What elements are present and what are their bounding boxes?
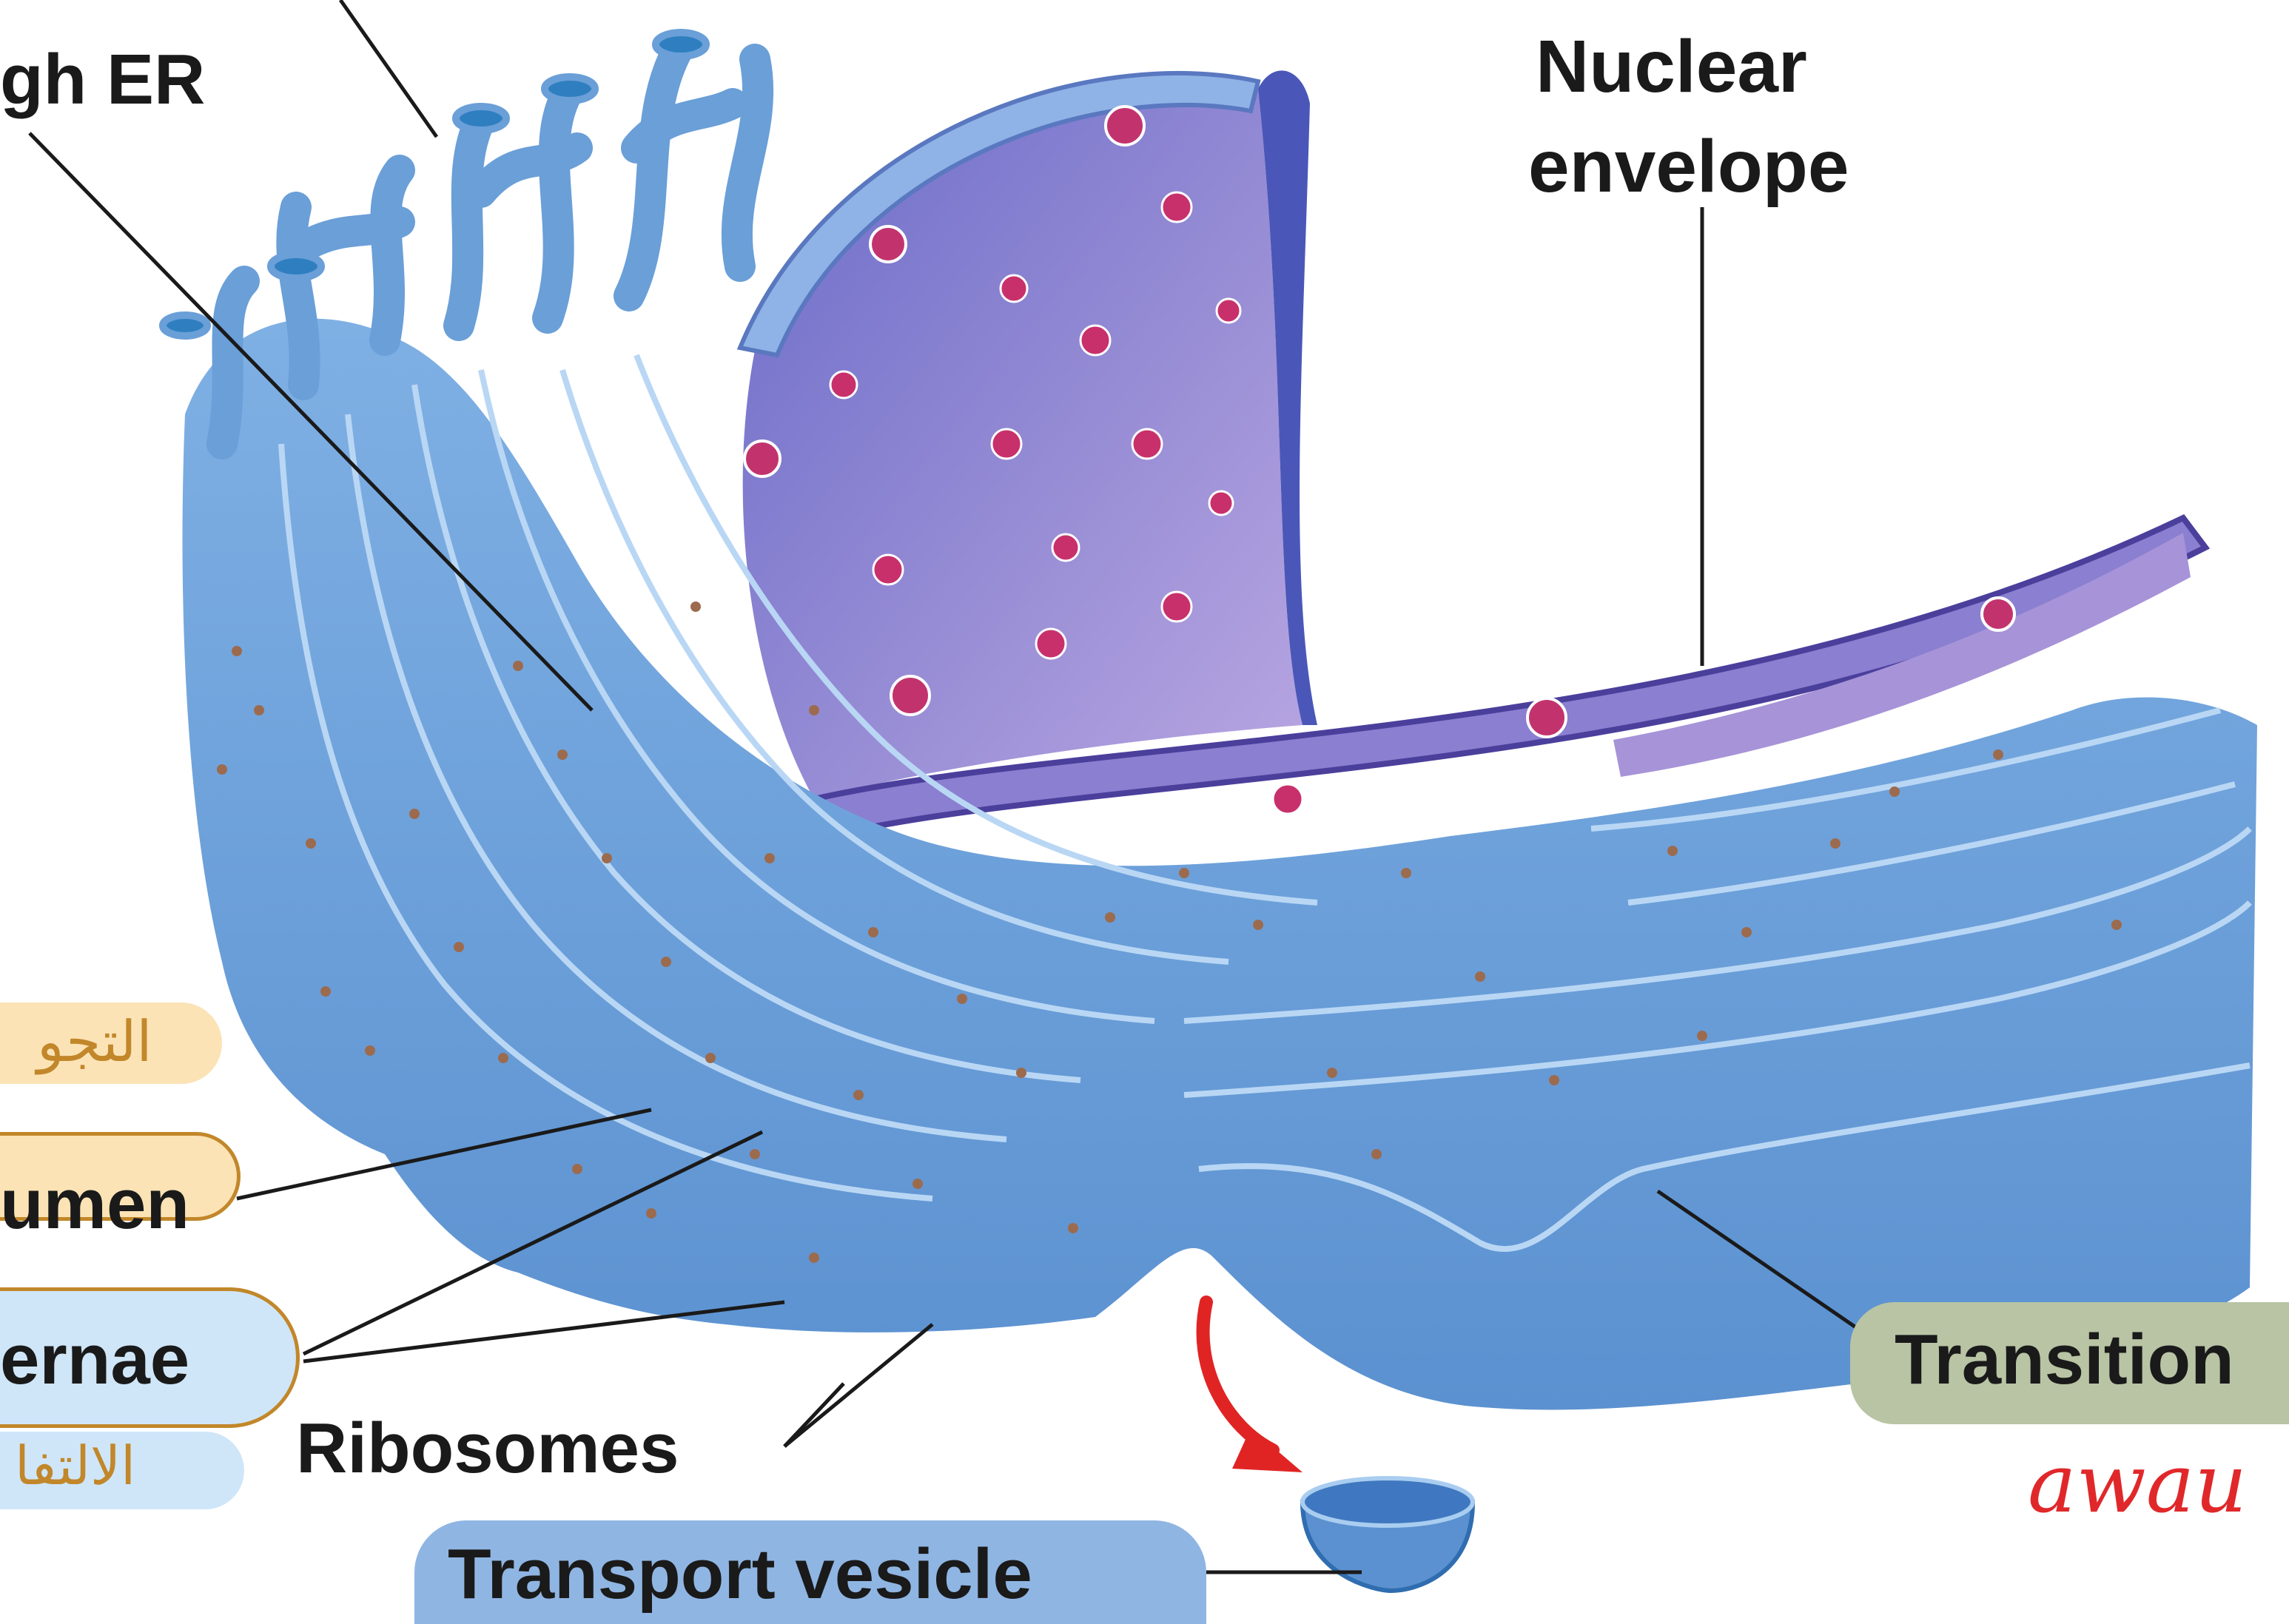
nucleus-interior [743,70,1317,799]
handwriting-english-note: awau [2028,1443,2247,1524]
label-nuclear-envelope-line1: Nuclear [1536,30,1807,104]
label-lumen: umen [0,1169,189,1240]
label-transition: Transition [1895,1324,2234,1395]
handwriting-arabic-top: التجو [37,1014,152,1070]
label-ribosomes: Ribosomes [296,1413,679,1484]
handwriting-arabic-bottom: الالتفا [15,1439,135,1492]
label-nuclear-envelope-line2: envelope [1528,129,1849,203]
budding-arrow [1203,1302,1303,1472]
label-rough-er: gh ER [0,44,205,115]
label-transport-vesicle: Transport vesicle [448,1539,1032,1610]
label-cisternae: ernae [0,1324,189,1395]
